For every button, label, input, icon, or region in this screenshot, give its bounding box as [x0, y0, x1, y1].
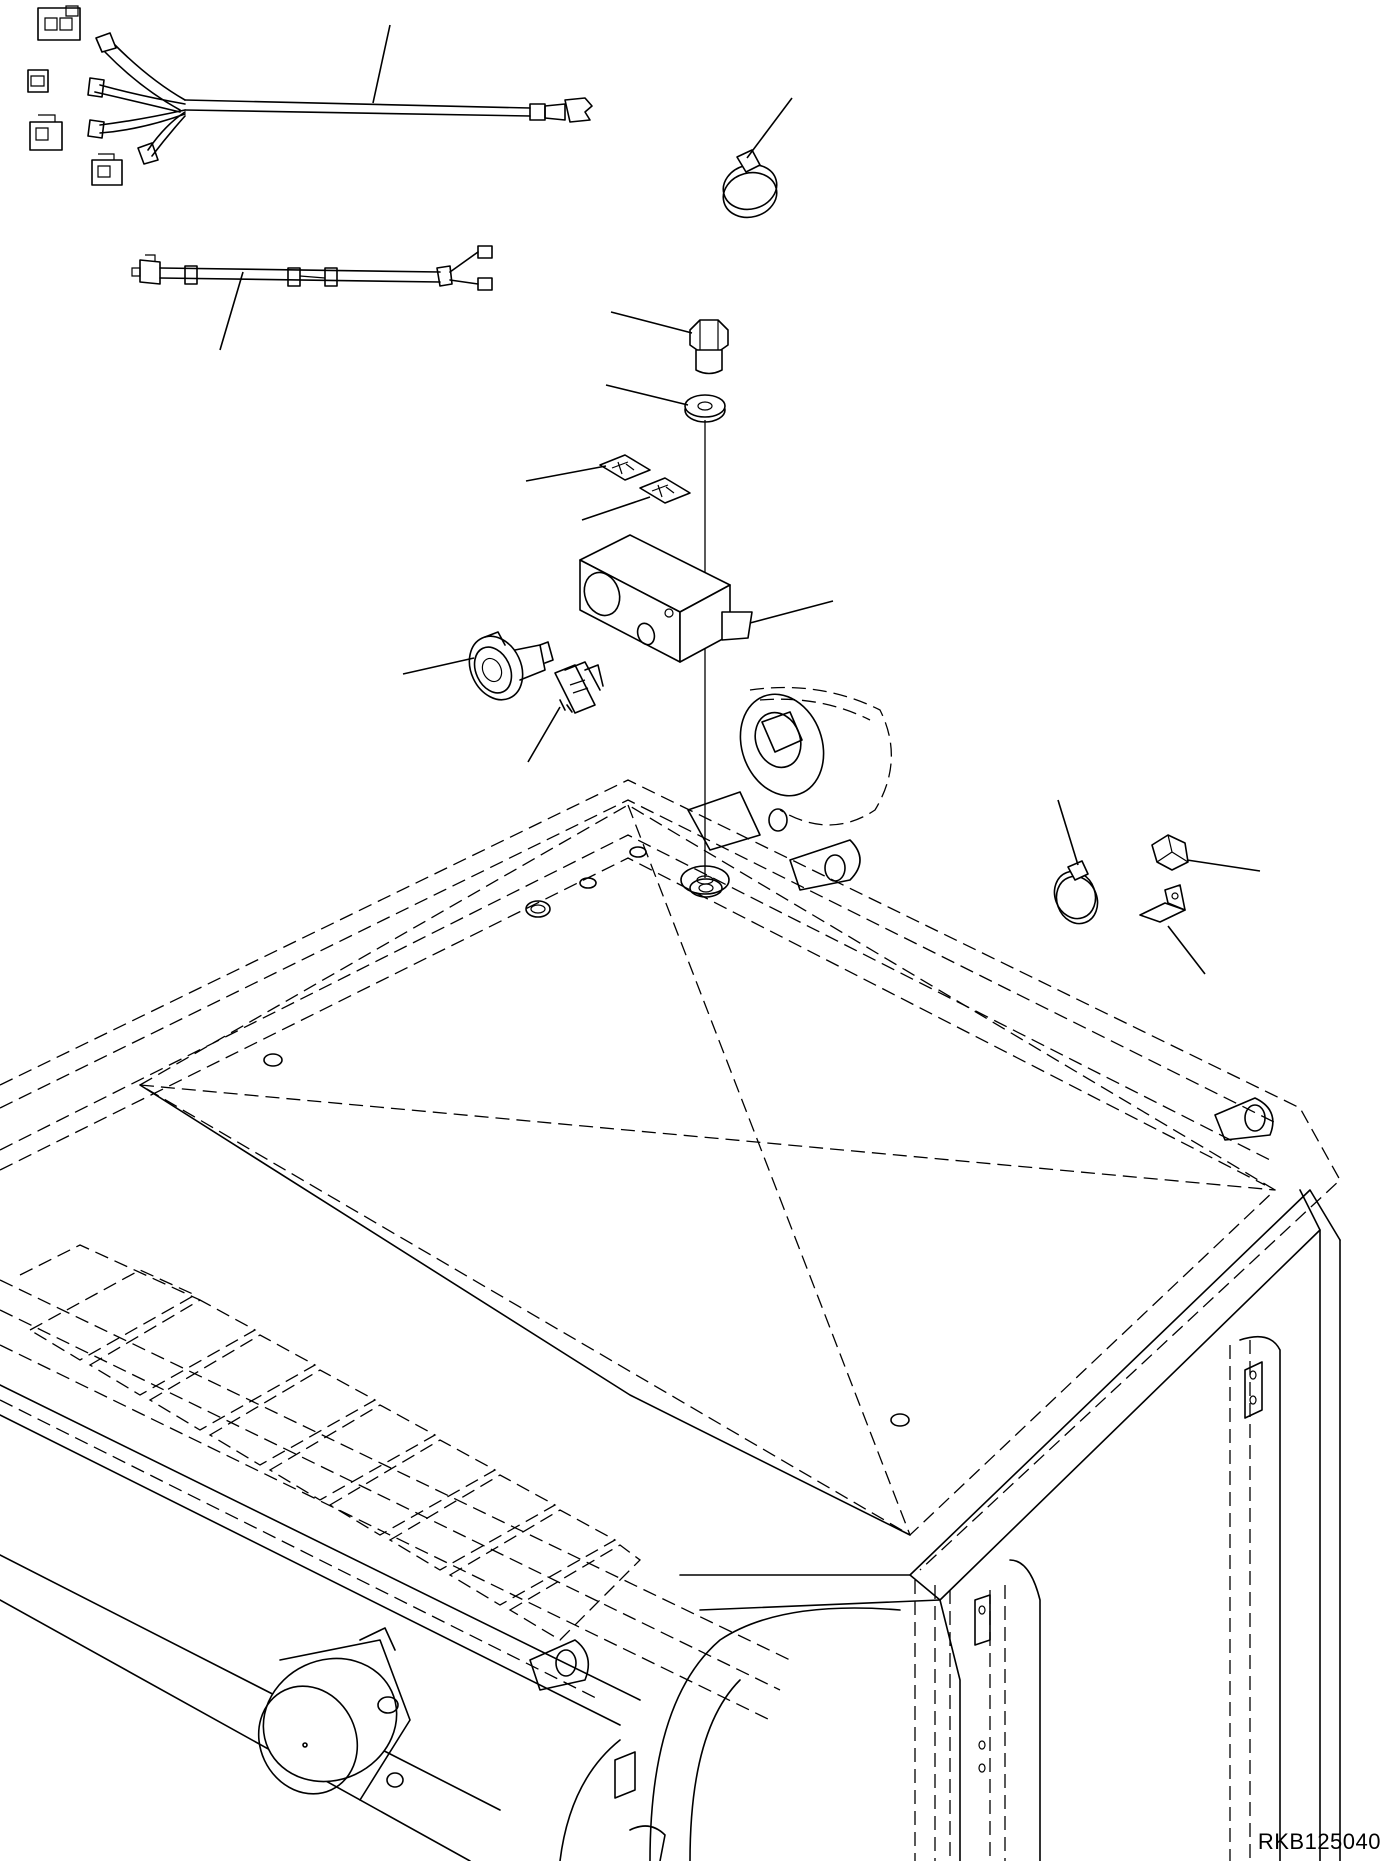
hose-clamp — [722, 149, 778, 219]
cab-light — [257, 1627, 411, 1801]
leader-lines — [219, 24, 1261, 975]
cigarette-lighter — [468, 631, 554, 701]
power-outlet-switch — [554, 661, 604, 714]
roof-mounting-hole — [680, 865, 730, 895]
caution-label — [599, 454, 651, 481]
cab-roof-frame — [0, 779, 1341, 1861]
clamp — [1053, 860, 1099, 925]
rear-work-light — [687, 686, 893, 851]
mounting-bracket-box — [579, 534, 753, 663]
bolt — [689, 319, 729, 375]
washer — [684, 394, 726, 423]
sub-wiring-harness — [131, 245, 493, 291]
caution-label — [639, 477, 691, 504]
main-wiring-harness — [27, 5, 593, 186]
bracket — [1139, 884, 1186, 923]
clip — [1151, 834, 1189, 871]
drawing-id-label: RKB125040 — [1257, 1829, 1381, 1854]
